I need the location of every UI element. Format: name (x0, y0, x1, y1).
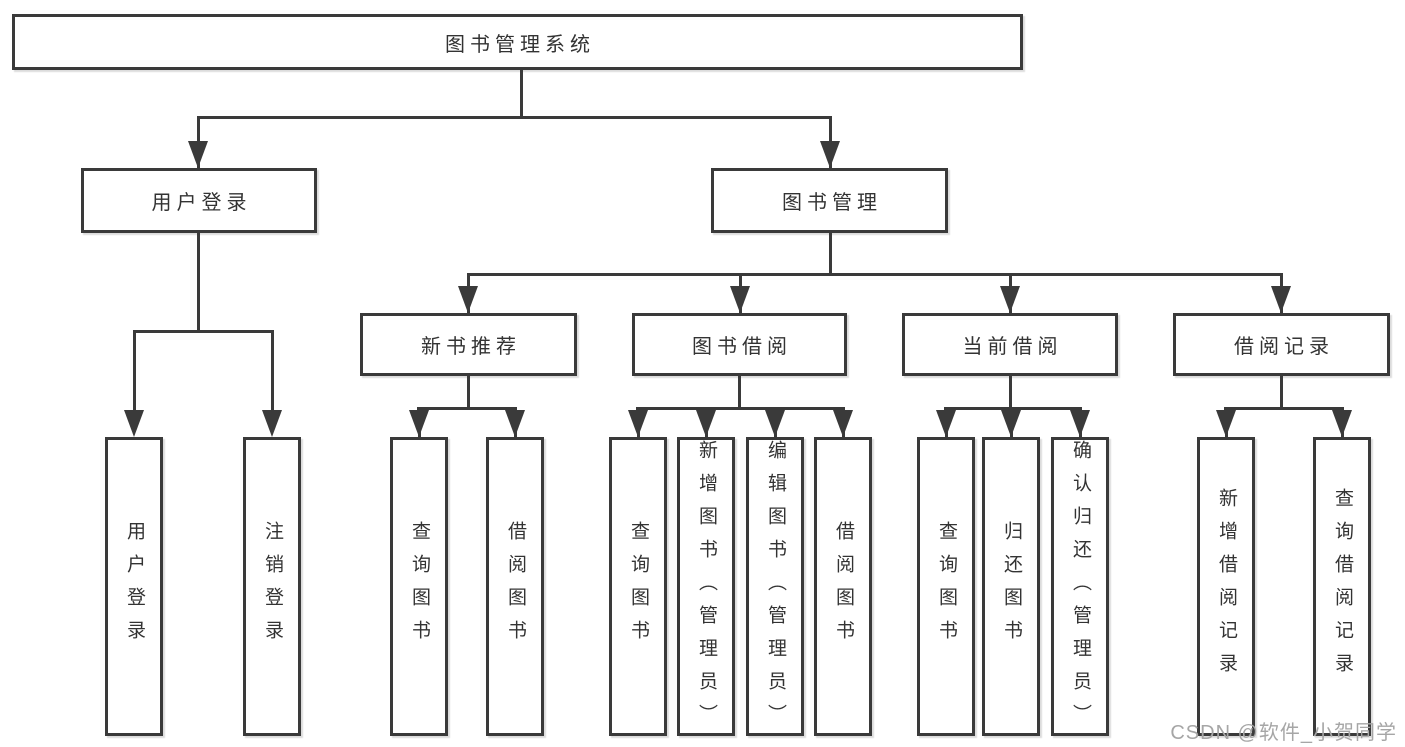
arrowhead (409, 410, 429, 437)
arrowhead (696, 410, 716, 437)
arrowhead (1000, 286, 1020, 313)
arrowhead (1332, 410, 1352, 437)
arrowhead (936, 410, 956, 437)
connector-drop-leaf-logout (271, 330, 274, 415)
arrowhead (628, 410, 648, 437)
node-new-book-recommend: 新书推荐 (360, 313, 577, 376)
connector-book-borrow-trunk (738, 376, 741, 407)
leaf-logout: 注销登录 (243, 437, 301, 736)
connector-root-crossbar (197, 116, 832, 119)
leaf-query-books-3: 查询图书 (917, 437, 975, 736)
leaf-borrow-books-2: 借阅图书 (814, 437, 872, 736)
arrowhead (1001, 410, 1021, 437)
arrowhead (262, 410, 282, 437)
leaf-return-books: 归还图书 (982, 437, 1040, 736)
leaf-confirm-return-admin: 确认归还（管理员） (1051, 437, 1109, 737)
connector-current-borrow-crossbar (944, 407, 1082, 410)
node-borrow-records: 借阅记录 (1173, 313, 1390, 376)
arrowhead (505, 410, 525, 437)
arrowhead (458, 286, 478, 313)
node-user-login: 用户登录 (81, 168, 317, 233)
arrowhead (833, 410, 853, 437)
arrowhead (765, 410, 785, 437)
node-book-management: 图书管理 (711, 168, 948, 233)
leaf-add-borrow-record: 新增借阅记录 (1197, 437, 1255, 736)
leaf-edit-books-admin: 编辑图书（管理员） (746, 437, 804, 737)
leaf-borrow-books-1: 借阅图书 (486, 437, 544, 736)
leaf-query-books-1: 查询图书 (390, 437, 448, 736)
arrowhead (1216, 410, 1236, 437)
leaf-add-books-admin: 新增图书（管理员） (677, 437, 735, 737)
node-book-borrow: 图书借阅 (632, 313, 847, 376)
node-current-borrow: 当前借阅 (902, 313, 1118, 376)
connector-borrow-records-crossbar (1224, 407, 1344, 410)
connector-user-login-crossbar (133, 330, 274, 333)
node-root: 图书管理系统 (12, 14, 1023, 70)
connector-root-trunk (520, 70, 523, 116)
connector-new-book-crossbar (417, 407, 517, 410)
leaf-query-borrow-record: 查询借阅记录 (1313, 437, 1371, 736)
arrowhead (124, 410, 144, 437)
leaf-query-books-2: 查询图书 (609, 437, 667, 736)
arrowhead (188, 141, 208, 168)
connector-book-management-trunk (829, 233, 832, 273)
connector-borrow-records-trunk (1280, 376, 1283, 407)
connector-current-borrow-trunk (1009, 376, 1012, 407)
connector-user-login-trunk (197, 233, 200, 330)
connector-drop-leaf-user-login (133, 330, 136, 415)
connector-book-borrow-crossbar (636, 407, 845, 410)
arrowhead (1271, 286, 1291, 313)
arrowhead (1070, 410, 1090, 437)
arrowhead (820, 141, 840, 168)
connector-book-management-crossbar (467, 273, 1283, 276)
connector-new-book-trunk (467, 376, 470, 407)
arrowhead (730, 286, 750, 313)
watermark: CSDN @软件_小贺同学 (1170, 722, 1397, 744)
leaf-user-login: 用户登录 (105, 437, 163, 736)
